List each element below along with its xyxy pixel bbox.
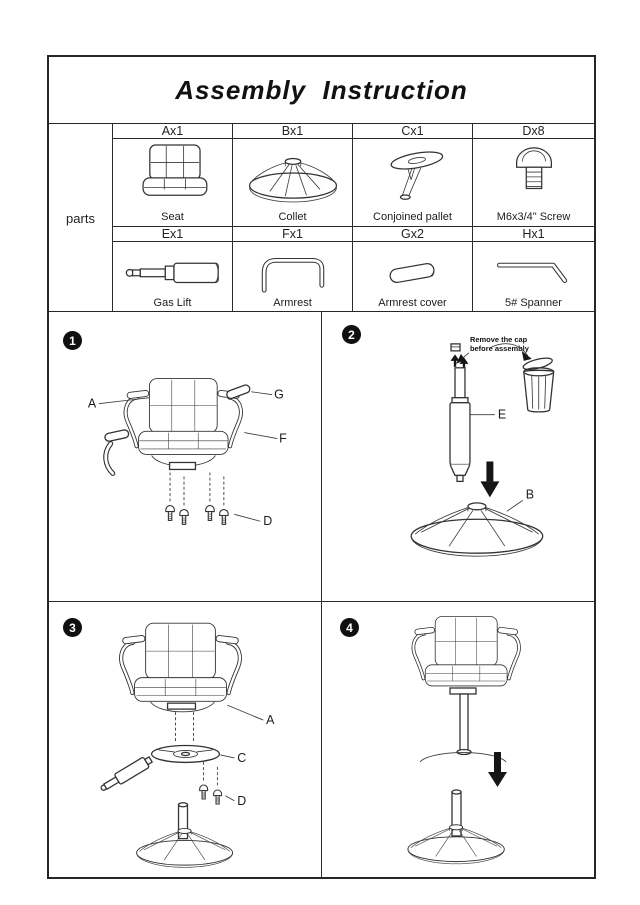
part-cell-gaslift: Gas Lift [112, 242, 232, 312]
step-4-badge: 4 [340, 618, 359, 637]
part-name-gaslift: Gas Lift [153, 297, 192, 309]
part-name-pallet: Conjoined pallet [373, 211, 452, 223]
step2-note-line2: before assembly [470, 344, 530, 353]
part-cell-screw: M6x3/4" Screw [472, 139, 594, 227]
step1-label-f: F [279, 432, 287, 446]
part-cell-pallet: Conjoined pallet [352, 139, 472, 227]
parts-table: parts Ax1 Bx1 Cx1 Dx8 Seat [49, 124, 594, 312]
seat-icon [141, 144, 207, 196]
part-cell-armrest: Armrest [232, 242, 352, 312]
part-name-screw: M6x3/4" Screw [496, 211, 571, 223]
step2-label-b: B [526, 487, 534, 501]
part-cell-collet: Collet [232, 139, 352, 227]
part-name-spanner: 5# Spanner [505, 297, 562, 309]
armrest-cover-icon [389, 262, 435, 284]
step3-label-d: D [237, 794, 246, 808]
step1-label-g: G [274, 388, 284, 402]
step-4: 4 [322, 602, 594, 877]
part-code-d: Dx8 [472, 124, 594, 139]
gas-lift-icon [125, 262, 219, 284]
title-row: Assembly Instruction [49, 57, 594, 124]
step-3-diagram: A C [100, 602, 275, 868]
step-3-badge: 3 [63, 618, 82, 637]
screw-icon [515, 147, 552, 190]
part-code-g: Gx2 [352, 227, 472, 242]
part-name-seat: Seat [161, 211, 184, 223]
conjoined-pallet-icon [390, 151, 443, 200]
step-3: 3 A C [49, 602, 322, 877]
step1-label-d: D [263, 514, 272, 528]
part-cell-cover: Armrest cover [352, 242, 472, 312]
step2-label-e: E [498, 408, 506, 422]
part-code-a: Ax1 [112, 124, 232, 139]
part-code-b: Bx1 [232, 124, 352, 139]
steps-grid: 1 [49, 312, 594, 877]
page-title: Assembly Instruction [175, 74, 468, 105]
step1-label-a: A [88, 397, 97, 411]
armrest-icon [261, 257, 324, 293]
part-name-collet: Collet [278, 211, 307, 223]
part-code-c: Cx1 [352, 124, 472, 139]
part-code-e: Ex1 [112, 227, 232, 242]
spanner-icon [496, 262, 567, 283]
part-name-cover: Armrest cover [378, 297, 447, 309]
sheet-frame: Assembly Instruction parts Ax1 Bx1 Cx1 D… [47, 55, 596, 879]
step3-label-c: C [237, 751, 246, 765]
step-2: 2 Remove the cap before assembly [322, 312, 594, 602]
step-1: 1 [49, 312, 322, 602]
step-2-diagram: Remove the cap before assembly [410, 335, 555, 557]
step3-label-a: A [266, 713, 275, 727]
part-cell-seat: Seat [112, 139, 232, 227]
step-4-diagram [407, 614, 521, 865]
step-2-badge: 2 [342, 325, 361, 344]
parts-label: parts [66, 210, 95, 226]
step-1-badge: 1 [63, 331, 82, 350]
step2-note-line1: Remove the cap [470, 335, 528, 344]
part-code-f: Fx1 [232, 227, 352, 242]
part-code-h: Hx1 [472, 227, 594, 242]
part-name-armrest: Armrest [273, 297, 312, 309]
step-1-diagram: A G F D [88, 312, 287, 528]
collet-icon [248, 157, 337, 203]
part-cell-spanner: 5# Spanner [472, 242, 594, 312]
